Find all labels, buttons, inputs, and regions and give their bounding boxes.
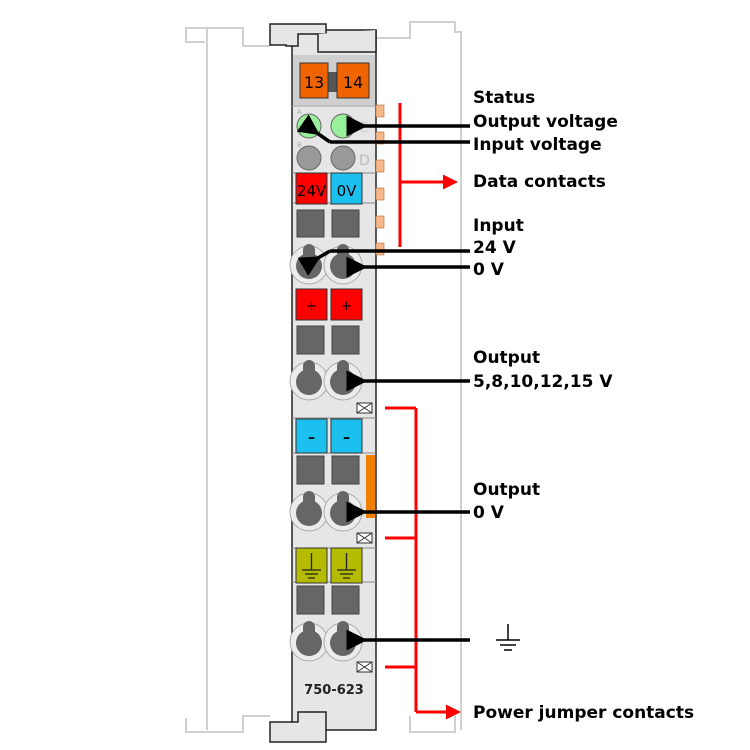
marker-ground <box>295 547 363 584</box>
clamp-terminal <box>289 491 329 532</box>
terminal-14-label: 14 <box>343 73 363 92</box>
terminal-14: 14 <box>336 62 370 99</box>
marker-plus-1: + <box>295 288 328 321</box>
orange-strip <box>366 455 375 518</box>
callout-arrows <box>296 114 470 651</box>
power-jumper-symbols <box>356 402 373 673</box>
data-contact-tabs <box>375 104 385 256</box>
label-output: Output <box>473 348 541 368</box>
label-input-0v: 0 V <box>473 260 504 280</box>
clamp-terminal <box>289 621 329 662</box>
label-input: Input <box>473 216 524 236</box>
marker-24v: 24V <box>295 172 328 205</box>
terminal-13: 13 <box>299 62 329 99</box>
label-output-0v: 0 V <box>473 503 504 523</box>
label-input-24v: 24 V <box>473 238 516 258</box>
led-d <box>330 145 356 171</box>
output-voltage-led <box>330 113 356 139</box>
label-output-voltage: Output voltage <box>473 112 618 132</box>
release-buttons <box>296 209 360 615</box>
led-b <box>296 145 322 171</box>
neighbor-module-outlines <box>185 21 462 733</box>
label-input-voltage: Input voltage <box>473 135 602 155</box>
minus-label-1: – <box>308 430 315 446</box>
plus-label-1: + <box>306 299 317 314</box>
label-output-values: 5,8,10,12,15 V <box>473 372 613 392</box>
label-power-jumper: Power jumper contacts <box>473 703 695 723</box>
marker-minus-2: – <box>330 418 363 454</box>
terminal-13-label: 13 <box>304 73 324 92</box>
part-number: 750-623 <box>304 683 364 698</box>
led-letter-b: B <box>297 141 302 149</box>
label-data-contacts: Data contacts <box>473 172 606 192</box>
jumper-contact-symbol <box>356 532 373 544</box>
marker-minus-1: – <box>295 418 328 454</box>
label-output-2: Output <box>473 480 541 500</box>
power-jumper-bracket <box>385 406 461 720</box>
led-letter-a: A <box>297 108 302 116</box>
jumper-contact-symbol <box>356 661 373 673</box>
ground-icon <box>302 553 356 579</box>
marker-0v-label: 0V <box>337 182 358 200</box>
jumper-contact-symbol <box>356 402 373 414</box>
ground-symbol-icon <box>496 624 520 651</box>
minus-label-2: – <box>343 430 350 446</box>
led-letter-c: C <box>359 121 368 136</box>
label-status: Status <box>473 88 536 108</box>
led-letter-d: D <box>359 153 370 169</box>
marker-plus-2: + <box>330 288 363 321</box>
marker-24v-label: 24V <box>297 182 327 200</box>
marker-0v: 0V <box>330 172 363 205</box>
plus-label-2: + <box>341 299 352 314</box>
